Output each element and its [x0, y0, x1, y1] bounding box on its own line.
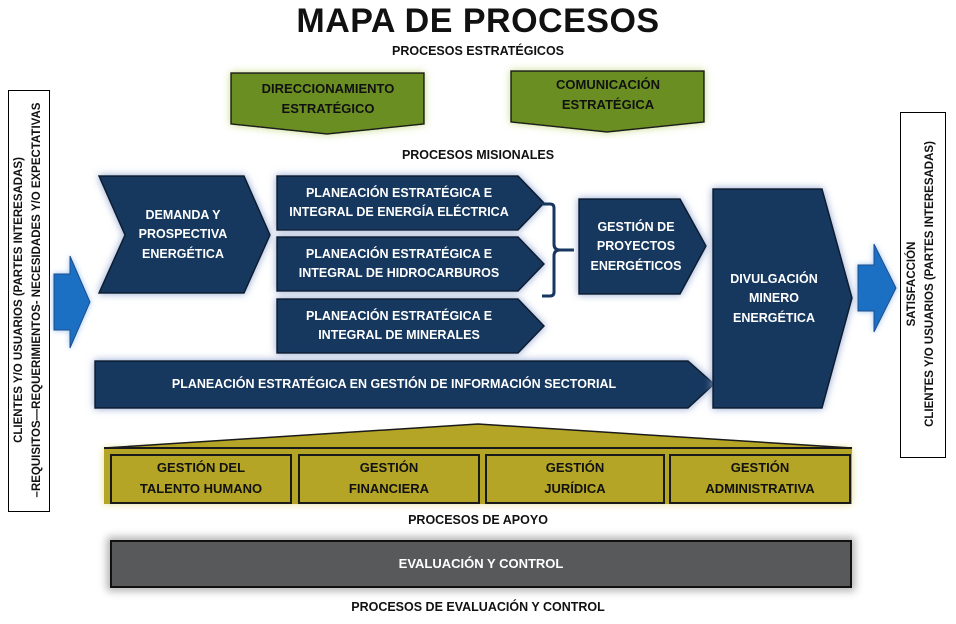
- left-panel-clients: CLIENTES Y/O USUARIOS (PARTES INTERESADA…: [8, 90, 50, 512]
- missional-shape-planeacion-minerales: [276, 298, 546, 354]
- missional-shape-informacion: [94, 360, 716, 409]
- missional-shape-proyectos: [578, 198, 707, 295]
- section-label-missional: PROCESOS MISIONALES: [401, 148, 555, 162]
- left-panel-line2: –REQUISITOS—REQUERIMIENTOS- NECESIDADES …: [30, 102, 43, 498]
- section-label-evaluation: PROCESOS DE EVALUACIÓN Y CONTROL: [351, 600, 605, 614]
- strategic-shape-direccionamiento: [230, 72, 425, 135]
- brace-connector-icon: [542, 202, 574, 298]
- missional-process-informacion[interactable]: PLANEACIÓN ESTRATÉGICA EN GESTIÓN DE INF…: [171, 376, 617, 391]
- missional-shape-planeacion-hidrocarburos: [276, 236, 546, 292]
- output-arrow-icon: [857, 243, 897, 333]
- right-panel-line1: SATISFACCIÓN: [906, 241, 918, 327]
- right-panel-line2: CLIENTES Y/O USUARIOS (PARTES INTERESADA…: [923, 141, 936, 427]
- strategic-shape-comunicacion: [510, 70, 705, 133]
- missional-shape-demanda: [97, 175, 271, 294]
- section-label-support: PROCESOS DE APOYO: [408, 513, 548, 527]
- page-title: MAPA DE PROCESOS: [296, 2, 660, 40]
- right-panel-satisfaction: SATISFACCIÓN CLIENTES Y/O USUARIOS (PART…: [900, 112, 946, 458]
- left-panel-line1: CLIENTES Y/O USUARIOS (PARTES INTERESADA…: [13, 157, 25, 443]
- missional-shape-planeacion-electrica: [276, 175, 546, 231]
- missional-shape-divulgacion: [712, 188, 853, 409]
- section-label-strategic: PROCESOS ESTRATÉGICOS: [391, 44, 564, 58]
- evaluation-process[interactable]: EVALUACIÓN Y CONTROL: [110, 540, 852, 588]
- input-arrow-icon: [53, 255, 91, 349]
